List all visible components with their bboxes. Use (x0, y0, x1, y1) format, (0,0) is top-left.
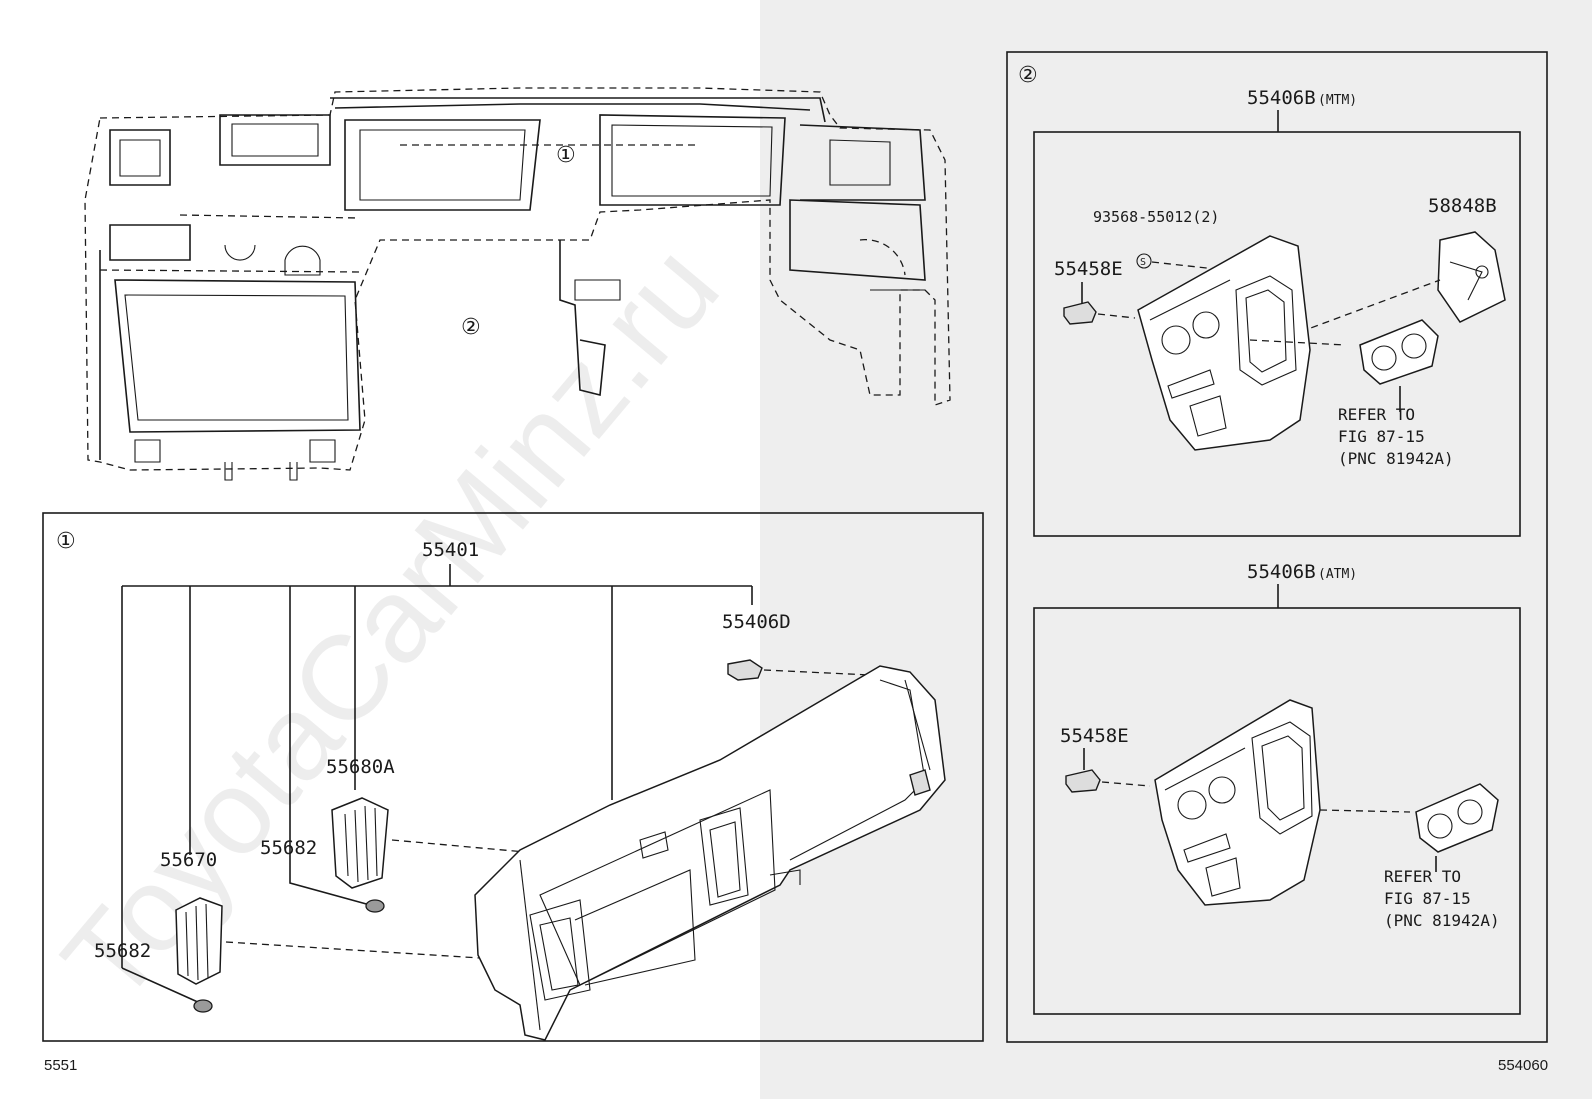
register-55680A (331, 797, 389, 889)
detail-1-panel: ① 55401 55406D 55680A 55682 55670 55682 (42, 512, 984, 1042)
atm-frame (1033, 607, 1521, 1015)
part-number-55682-center: 55682 (260, 837, 317, 859)
detail-1-marker: ① (56, 529, 76, 554)
register-55670 (175, 897, 223, 985)
detail-2-panel: ② 55406B (MTM) 93568-55012(2) S 58848B 5… (1006, 51, 1548, 1043)
clip-55458E-atm (1065, 769, 1101, 793)
callout-detail-1: ① (556, 143, 576, 168)
detail-2-frame (1006, 51, 1548, 1043)
part-number-55406D: 55406D (722, 611, 791, 633)
part-number-55458E-atm: 55458E (1060, 725, 1129, 747)
screw-symbol: S (1140, 257, 1146, 268)
shift-bezel-atm (1154, 699, 1321, 906)
clip-55682-center (365, 899, 385, 913)
atm-subpanel: 55406B (ATM) 55458E (1033, 561, 1521, 1015)
clip-55406D (727, 659, 763, 681)
switch-panel-atm (1415, 783, 1499, 853)
part-number-55406B-atm: 55406B (1247, 561, 1316, 583)
footer-right-code: 554060 (1498, 1057, 1548, 1074)
part-number-55682-left: 55682 (94, 940, 151, 962)
part-number-55458E-mtm: 55458E (1054, 258, 1123, 280)
part-number-55680A: 55680A (326, 756, 395, 778)
part-number-55406B-mtm: 55406B (1247, 87, 1316, 109)
dashboard-overview: ① ② (84, 87, 951, 481)
clip-55458E-mtm (1063, 301, 1097, 325)
note-mtm-line-2: FIG 87-15 (1338, 427, 1425, 446)
qualifier-atm: (ATM) (1318, 567, 1357, 582)
qualifier-mtm: (MTM) (1318, 93, 1357, 108)
callout-detail-2: ② (461, 315, 481, 340)
part-number-55670: 55670 (160, 849, 217, 871)
note-mtm-line-3: (PNC 81942A) (1338, 449, 1454, 468)
shift-bezel-mtm (1137, 235, 1311, 451)
part-number-93568-55012: 93568-55012(2) (1093, 208, 1219, 226)
detail-2-marker: ② (1018, 63, 1038, 88)
clip-55682-left (193, 999, 213, 1013)
cluster-finish-panel (474, 665, 946, 1041)
note-atm-line-1: REFER TO (1384, 867, 1461, 886)
note-mtm-line-1: REFER TO (1338, 405, 1415, 424)
mtm-subpanel: 55406B (MTM) 93568-55012(2) S 58848B 554… (1033, 87, 1521, 537)
mtm-frame (1033, 131, 1521, 537)
footer-left-code: 5551 (44, 1057, 77, 1074)
detail-1-frame (42, 512, 984, 1042)
screw-symbol-circle (1136, 253, 1152, 269)
shift-knob-58848B (1437, 231, 1506, 323)
part-number-58848B-label: 58848B (1428, 195, 1497, 217)
switch-panel-mtm (1359, 319, 1439, 385)
background-right (760, 0, 1592, 1099)
note-atm-line-2: FIG 87-15 (1384, 889, 1471, 908)
note-atm-line-3: (PNC 81942A) (1384, 911, 1500, 930)
part-number-55401: 55401 (422, 539, 479, 561)
